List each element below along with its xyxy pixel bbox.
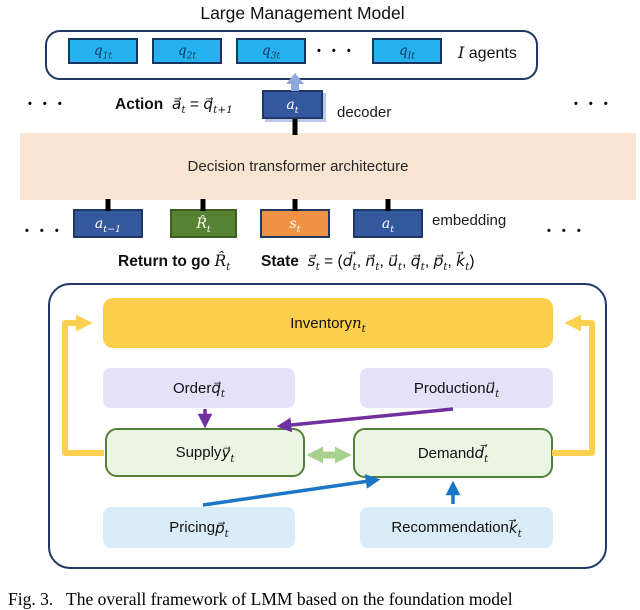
agent-box-q1t: q1t (68, 38, 138, 64)
embedding-box-return: R̂t (170, 209, 237, 238)
embedding-box-state: st (260, 209, 330, 238)
pricing-box: Pricing p⃗t (103, 507, 295, 548)
figure-caption: Fig. 3. The overall framework of LMM bas… (8, 589, 513, 609)
ellipsis-action-right: • • • (574, 98, 612, 110)
production-box: Production u⃗t (360, 368, 553, 408)
transformer-band (20, 133, 636, 200)
decoder-label: decoder (337, 104, 392, 121)
ellipsis-embedding-right: • • • (547, 225, 585, 237)
embedding-box-at-minus-1: at−1 (73, 209, 143, 238)
agent-box-qIt: qIt (372, 38, 442, 64)
figure-title: Large Management Model (200, 3, 405, 23)
return-to-go-label: Return to go R̂t (118, 252, 231, 274)
embedding-box-at: at (353, 209, 423, 238)
embedding-label: embedding (432, 212, 507, 229)
agents-count-label: I agents (458, 43, 517, 62)
agents-ellipsis: • • • (317, 45, 355, 57)
state-label: State s⃗t = (d⃗t, n⃗t, u⃗t, q⃗t, p⃗t, k⃗… (261, 252, 475, 274)
agent-box-q2t: q2t (152, 38, 222, 64)
recommendation-box: Recommendation k⃗t (360, 507, 553, 548)
ellipsis-action-left: • • • (28, 98, 66, 110)
action-label: Action a⃗t = q⃗t+1 (115, 95, 233, 117)
action-at-box: at (262, 90, 323, 119)
ellipsis-embedding-left: • • • (25, 225, 63, 237)
transformer-label: Decision transformer architecture (187, 158, 409, 175)
order-box: Order q⃗t (103, 368, 295, 408)
supply-box: Supply y⃗t (105, 428, 305, 477)
demand-box: Demand d⃗t (353, 428, 553, 478)
inventory-box: Inventory nt (103, 298, 553, 348)
agent-box-q3t: q3t (236, 38, 306, 64)
